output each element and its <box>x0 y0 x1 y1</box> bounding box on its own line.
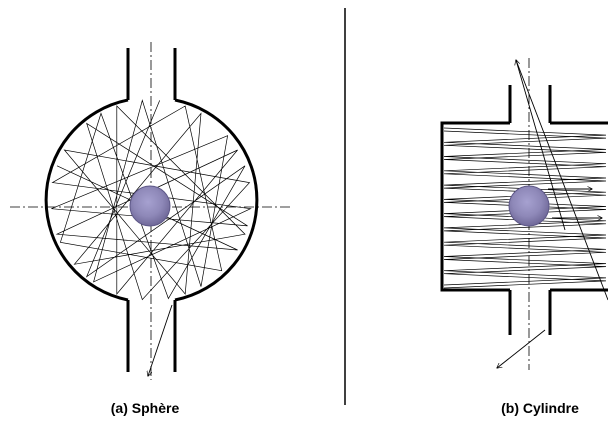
cylinder-ray-paths <box>443 127 607 289</box>
sphere-caption: (a) Sphère <box>110 400 180 416</box>
cylinder-diagram <box>440 58 608 370</box>
cylinder-long-ray <box>515 59 608 301</box>
cylinder-particle <box>508 185 550 227</box>
sphere-exit-ray-arrow <box>148 304 173 376</box>
cylinder-ray-chain <box>443 127 607 286</box>
cylinder-outline <box>440 121 608 292</box>
sphere-particle <box>129 185 171 227</box>
sphere-outline <box>44 98 259 302</box>
cylinder-ray-chain-reverse <box>443 130 607 289</box>
cylinder-caption: (b) Cylindre <box>501 400 579 416</box>
cylinder-bottom-exit-arrow <box>497 329 546 368</box>
cylinder-top-exit-arrow <box>516 60 566 231</box>
sphere-diagram <box>10 42 292 380</box>
